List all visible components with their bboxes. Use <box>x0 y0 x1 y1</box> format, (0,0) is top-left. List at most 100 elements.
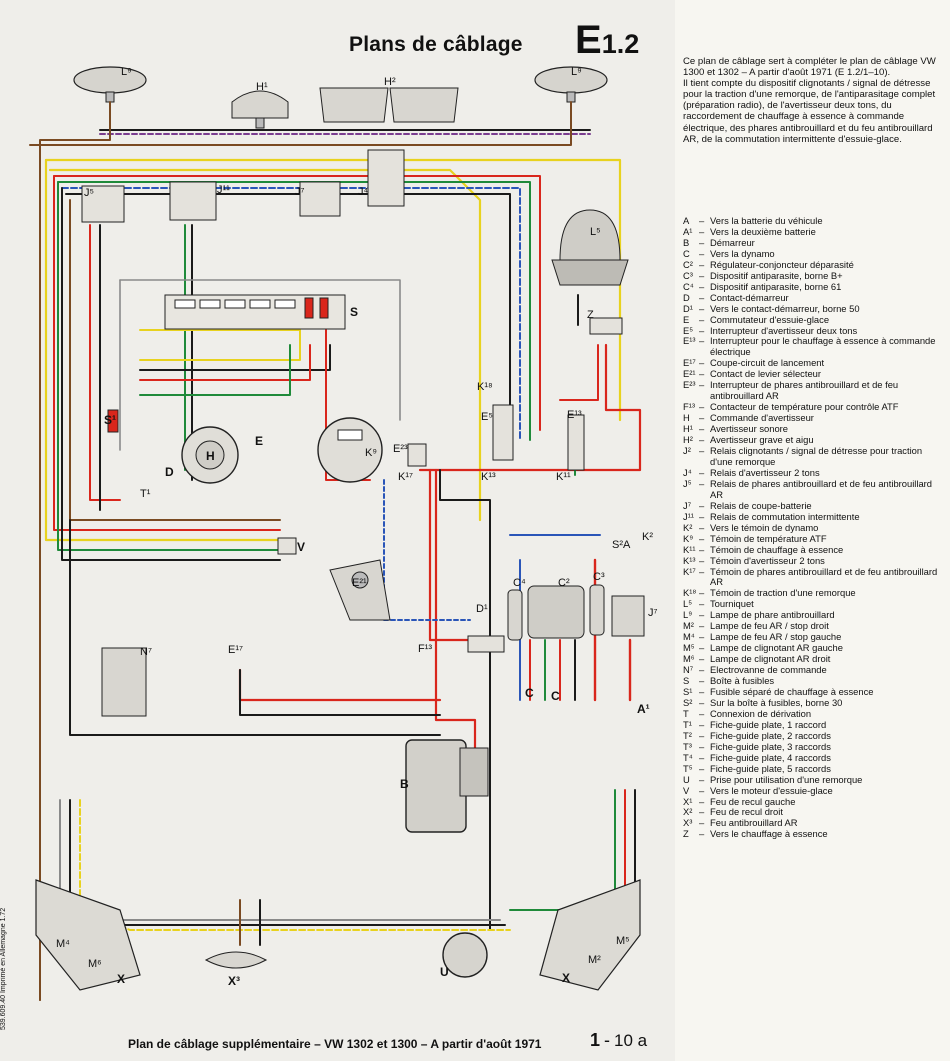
label-k9: K⁹ <box>365 447 377 459</box>
legend-dash: – <box>699 521 705 533</box>
wiper-connector-v <box>277 537 297 555</box>
legend-dash: – <box>699 740 705 752</box>
legend-dash: – <box>699 215 705 226</box>
legend-desc: Prise pour utilisation d'une remorque <box>710 773 863 785</box>
legend-item: T⁴–Fiche-guide plate, 4 raccords <box>683 752 945 764</box>
legend-desc: Vers le témoin de dynamo <box>710 521 819 533</box>
legend-dash: – <box>699 653 705 665</box>
legend-dash: – <box>699 379 705 391</box>
legend-item: J⁵–Relais de phares antibrouillard et de… <box>683 477 945 501</box>
fuse-s1 <box>107 409 119 433</box>
legend-code: L⁵ <box>683 598 693 610</box>
legend-code: M⁴ <box>683 631 695 643</box>
legend-dash: – <box>699 565 705 577</box>
label-t1: T¹ <box>140 488 151 500</box>
legend-item: K²–Vers le témoin de dynamo <box>683 521 945 534</box>
legend-code: J⁵ <box>683 477 692 489</box>
label-d: D <box>165 465 174 479</box>
legend-item: C–Vers la dynamo <box>683 247 945 260</box>
legend-item: D¹–Vers le contact-démarreur, borne 50 <box>683 303 945 315</box>
legend-dash: – <box>699 707 705 719</box>
legend-desc: Boîte à fusibles <box>710 675 775 687</box>
legend-desc: Fiche-guide plate, 3 raccords <box>710 740 831 752</box>
selector-e21 <box>329 559 391 621</box>
legend-code: A <box>683 215 690 226</box>
legend-code: T⁵ <box>683 762 693 774</box>
legend-item: H²–Avertisseur grave et aigu <box>683 434 945 446</box>
legend-code: N⁷ <box>683 664 694 676</box>
legend-dash: – <box>699 620 705 632</box>
legend-code: M² <box>683 620 694 632</box>
legend-desc: Vers la batterie du véhicule <box>710 215 823 226</box>
legend-dash: – <box>699 664 705 676</box>
legend-desc: Témoin de phares antibrouillard et de fe… <box>710 565 938 588</box>
label-l5: L⁵ <box>590 226 601 238</box>
label-z: Z <box>587 309 594 321</box>
legend-dash: – <box>699 817 705 829</box>
legend-dash: – <box>699 269 705 281</box>
label-j7b: J⁷ <box>648 607 658 619</box>
legend-desc: Vers le chauffage à essence <box>710 828 828 840</box>
legend-dash: – <box>699 642 705 654</box>
label-h: H <box>206 449 215 463</box>
switch-e5 <box>492 404 514 461</box>
legend-panel <box>675 0 950 1061</box>
legend-code: L⁹ <box>683 609 693 621</box>
tail-lamp-right <box>539 879 641 991</box>
page-main: 1 <box>590 1030 601 1050</box>
suppressor-c4 <box>507 589 523 641</box>
legend-dash: – <box>699 696 705 708</box>
legend-code: J⁷ <box>683 499 692 511</box>
label-s2: S² <box>612 539 623 551</box>
legend-item: K¹¹–Témoin de chauffage à essence <box>683 543 945 556</box>
legend-item: X²–Feu de recul droit <box>683 807 945 818</box>
legend-item: X³–Feu antibrouillard AR <box>683 817 945 829</box>
legend-item: S¹–Fusible séparé de chauffage à essence <box>683 686 945 698</box>
legend-item: L⁹–Lampe de phare antibrouillard <box>683 609 945 621</box>
legend-item: J¹¹–Relais de commutation intermittente <box>683 510 945 523</box>
label-h1: H¹ <box>256 81 268 93</box>
section-letter: E <box>575 18 602 62</box>
section-code: E1.2 <box>575 18 639 63</box>
legend-code: C² <box>683 258 693 270</box>
label-f13: F¹³ <box>418 643 432 655</box>
legend-item: U–Prise pour utilisation d'une remorque <box>683 773 945 786</box>
legend-desc: Commutateur d'essuie-glace <box>710 313 830 325</box>
legend-item: E²³–Interrupteur de phares antibrouillar… <box>683 379 945 402</box>
legend-code: C <box>683 247 690 259</box>
legend-code: E²¹ <box>683 368 696 380</box>
legend-desc: Fiche-guide plate, 1 raccord <box>710 718 827 730</box>
legend-dash: – <box>699 532 705 544</box>
valve-n7 <box>101 647 147 717</box>
legend-code: K¹³ <box>683 554 696 566</box>
switch-e23 <box>407 443 427 467</box>
legend-item: E²¹–Contact de levier sélecteur <box>683 368 945 380</box>
legend-desc: Commande d'avertisseur <box>710 412 814 424</box>
connector-d1 <box>467 635 505 653</box>
legend-dash: – <box>699 357 705 369</box>
legend-item: A–Vers la batterie du véhicule <box>683 215 945 227</box>
label-k11: K¹¹ <box>556 471 571 483</box>
label-l9-right: L⁹ <box>571 66 582 78</box>
legend-item: H¹–Avertisseur sonore <box>683 423 945 435</box>
legend-code: K¹¹ <box>683 543 696 555</box>
label-c3: C³ <box>593 571 605 583</box>
legend-dash: – <box>699 718 705 730</box>
legend-dash: – <box>699 225 705 237</box>
legend-dash: – <box>699 412 705 424</box>
page-sep: - <box>604 1030 611 1050</box>
gauge-k9 <box>317 417 383 483</box>
legend-dash: – <box>699 434 705 446</box>
horn-h1 <box>231 90 289 129</box>
legend-desc: Fiche-guide plate, 5 raccords <box>710 762 831 774</box>
legend-code: S² <box>683 696 693 708</box>
legend-item: E¹⁷–Coupe-circuit de lancement <box>683 357 945 369</box>
legend-desc: Relais de commutation intermittente <box>710 510 860 522</box>
suppressor-c3 <box>589 584 605 636</box>
legend-code: Z <box>683 828 689 840</box>
legend-item: K⁹–Témoin de température ATF <box>683 532 945 545</box>
label-j5: J⁵ <box>84 187 94 199</box>
label-u: U <box>440 965 449 979</box>
label-v: V <box>297 540 305 554</box>
